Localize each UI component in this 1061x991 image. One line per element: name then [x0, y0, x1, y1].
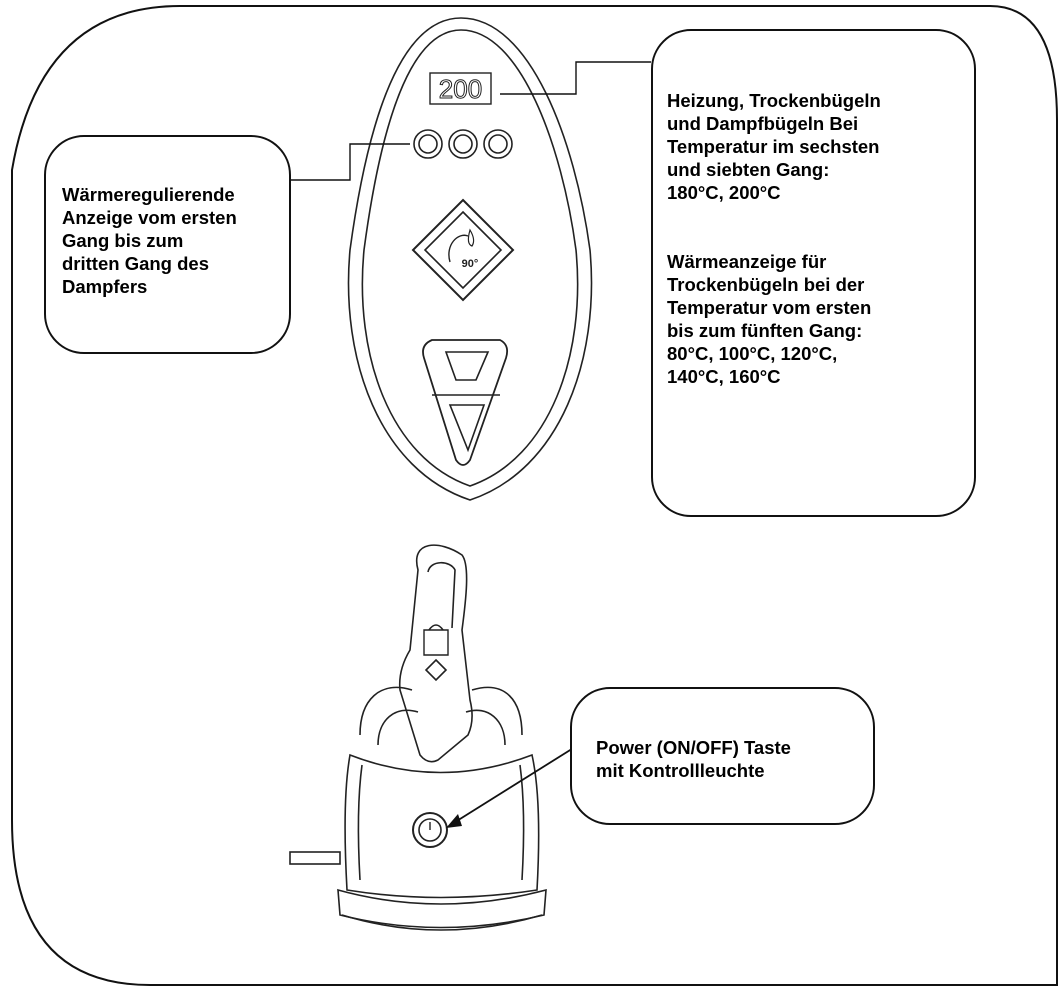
outer-frame — [11, 5, 1058, 986]
callout-power-button: Power (ON/OFF) Taste mit Kontrollleuchte — [570, 687, 875, 825]
steamer-handle — [398, 544, 473, 763]
callout-heat-indicator: Wärmeregulierende Anzeige vom ersten Gan… — [44, 135, 291, 354]
steam-icon — [448, 234, 469, 263]
steam-button — [411, 198, 515, 302]
callout-temperature-levels-text-2: Wärmeanzeige für Trockenbügeln bei der T… — [667, 251, 872, 387]
callout-heat-indicator-text: Wärmeregulierende Anzeige vom ersten Gan… — [62, 184, 237, 297]
indicator-light-3 — [483, 129, 513, 159]
indicator-light-2 — [448, 129, 478, 159]
callout-power-button-text: Power (ON/OFF) Taste mit Kontrollleuchte — [596, 737, 791, 781]
steamer-base-illustration — [289, 544, 547, 931]
handle-lock-button — [423, 629, 449, 656]
control-panel — [347, 17, 593, 501]
indicator-light-1 — [413, 129, 443, 159]
leader-line-left — [291, 143, 410, 181]
handle-diamond — [424, 658, 448, 682]
callout-temperature-levels: Heizung, Trockenbügeln und Dampfbügeln B… — [651, 29, 976, 517]
steamer-body — [344, 753, 540, 899]
panel-inner-outline — [361, 29, 579, 487]
power-button — [412, 812, 448, 848]
power-arrow — [451, 746, 576, 825]
steam-button-label: 90° — [462, 258, 479, 270]
power-cord — [289, 851, 341, 865]
callout-temperature-levels-text-1: Heizung, Trockenbügeln und Dampfbügeln B… — [667, 90, 881, 203]
steamer-base-ring — [337, 888, 547, 929]
temperature-display — [429, 72, 492, 105]
power-arrow-head — [446, 814, 462, 828]
trigger-button — [422, 339, 509, 466]
steamer-cradle — [359, 686, 523, 736]
temperature-display-value: 200 — [439, 74, 482, 104]
leader-line-right — [500, 61, 651, 95]
panel-outline — [347, 17, 593, 501]
